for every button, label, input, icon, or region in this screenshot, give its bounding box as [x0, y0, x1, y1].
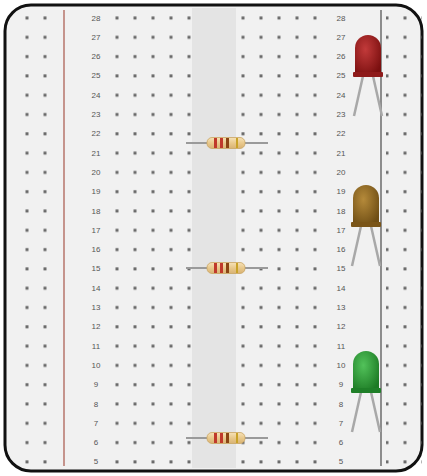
rail-holes — [386, 14, 422, 466]
row-number: 23 — [89, 110, 103, 119]
row-number: 28 — [89, 14, 103, 23]
rail-line — [63, 10, 64, 466]
row-number: 10 — [334, 361, 348, 370]
row-number: 11 — [334, 342, 348, 351]
row-number: 26 — [334, 52, 348, 61]
row-number: 22 — [89, 129, 103, 138]
row-number: 19 — [334, 187, 348, 196]
row-number: 28 — [334, 14, 348, 23]
row-number: 25 — [89, 71, 103, 80]
row-number: 8 — [89, 400, 103, 409]
row-number: 22 — [334, 129, 348, 138]
row-number: 21 — [334, 149, 348, 158]
row-number: 15 — [334, 264, 348, 273]
resistor-symbol — [186, 433, 268, 444]
row-number: 8 — [334, 400, 348, 409]
row-number: 14 — [89, 284, 103, 293]
row-number: 24 — [89, 91, 103, 100]
rail-holes — [14, 14, 50, 466]
row-number: 11 — [89, 342, 103, 351]
row-number: 13 — [334, 303, 348, 312]
center-channel — [192, 8, 236, 468]
row-number: 18 — [334, 207, 348, 216]
row-number: 16 — [89, 245, 103, 254]
row-number: 6 — [334, 438, 348, 447]
row-number: 21 — [89, 149, 103, 158]
row-number: 7 — [89, 419, 103, 428]
board-outline — [5, 5, 422, 471]
resistor-symbol — [186, 138, 268, 149]
row-number: 24 — [334, 91, 348, 100]
row-number: 27 — [89, 33, 103, 42]
row-number: 13 — [89, 303, 103, 312]
row-number: 20 — [334, 168, 348, 177]
row-number: 27 — [334, 33, 348, 42]
row-number: 19 — [89, 187, 103, 196]
rail-line — [380, 10, 381, 466]
row-number: 6 — [89, 438, 103, 447]
led-red — [353, 35, 383, 116]
row-number: 23 — [334, 110, 348, 119]
led-yellow — [351, 185, 381, 266]
row-number: 17 — [334, 226, 348, 235]
row-number: 12 — [334, 322, 348, 331]
row-number: 20 — [89, 168, 103, 177]
terminal-holes — [104, 14, 194, 466]
led-green — [351, 351, 381, 432]
row-number: 12 — [89, 322, 103, 331]
row-number: 9 — [89, 380, 103, 389]
row-number: 7 — [334, 419, 348, 428]
row-number: 14 — [334, 284, 348, 293]
row-number: 5 — [334, 457, 348, 466]
row-number: 5 — [89, 457, 103, 466]
row-number: 9 — [334, 380, 348, 389]
row-number: 16 — [334, 245, 348, 254]
resistor-symbol — [186, 263, 268, 274]
row-number: 10 — [89, 361, 103, 370]
row-number: 18 — [89, 207, 103, 216]
row-number: 25 — [334, 71, 348, 80]
row-number: 15 — [89, 264, 103, 273]
terminal-holes — [234, 14, 324, 466]
row-number: 17 — [89, 226, 103, 235]
row-number: 26 — [89, 52, 103, 61]
